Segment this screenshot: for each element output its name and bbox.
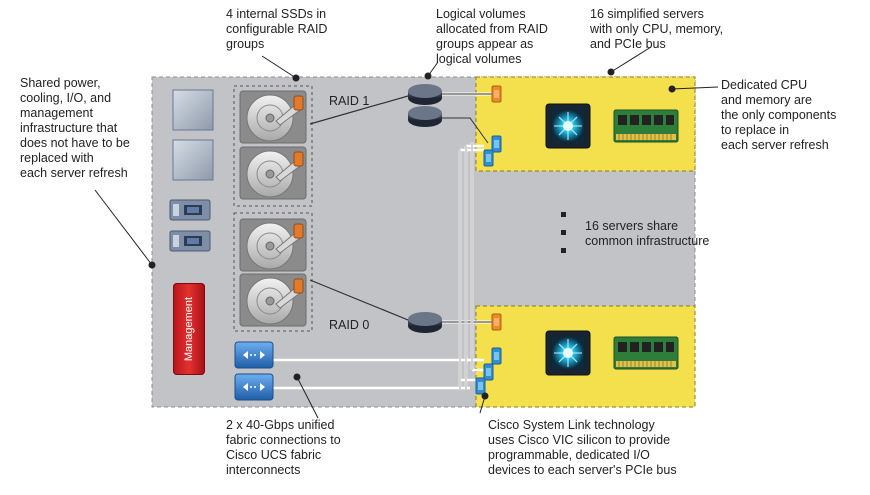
- annotation-fabric: 2 x 40-Gbps unified fabric connections t…: [226, 418, 341, 477]
- pcie-port-icon: [475, 377, 486, 395]
- management-module: Management: [173, 283, 205, 375]
- annotation-servers-share: 16 servers share common infrastructure: [585, 219, 710, 248]
- memory-module-icon: [613, 109, 679, 143]
- system-link-lines-outline: [459, 142, 473, 390]
- io-module-icon: [169, 230, 211, 252]
- raid0-link: [309, 279, 414, 323]
- logical-volume-icon: [408, 106, 442, 127]
- annotation-servers: 16 simplified servers with only CPU, mem…: [590, 7, 724, 51]
- ssd-icon: [239, 273, 307, 327]
- fabric-switch-icon: [234, 341, 274, 369]
- pcie-port-icon: [491, 347, 502, 365]
- ssd-icon: [239, 218, 307, 272]
- io-module-icon: [169, 199, 211, 221]
- callout-lines: [94, 46, 719, 419]
- logical-volume-icon: [408, 84, 442, 105]
- ssd-icon: [239, 146, 307, 200]
- annotation-logical-volumes: Logical volumes allocated from RAID grou…: [436, 7, 548, 66]
- annotation-shared-infrastructure: Shared power, cooling, I/O, and manageme…: [20, 76, 130, 180]
- power-supply-icon: [172, 139, 214, 181]
- ellipsis-dot: [561, 230, 566, 235]
- annotation-system-link: Cisco System Link technology uses Cisco …: [488, 418, 677, 477]
- raid0-group-frame: [233, 212, 313, 332]
- ellipsis-dot: [561, 248, 566, 253]
- raid1-label: RAID 1: [329, 94, 370, 108]
- pcie-port-icon: [491, 313, 502, 331]
- annotation-ssds: 4 internal SSDs in configurable RAID gro…: [226, 7, 328, 51]
- raid1-link: [309, 93, 416, 125]
- logical-volume-icon: [408, 312, 442, 333]
- ssd-icon: [239, 90, 307, 144]
- fabric-switch-icon: [234, 373, 274, 401]
- volume-connection: [442, 117, 489, 144]
- pcie-port-icon: [491, 85, 502, 103]
- pcie-port-icon: [483, 149, 494, 167]
- pcie-port-icon: [483, 363, 494, 381]
- annotation-cpu-memory: Dedicated CPU and memory are the only co…: [721, 78, 837, 152]
- cpu-chip-icon: [545, 330, 591, 376]
- power-supply-icon: [172, 89, 214, 131]
- raid1-group-frame: [233, 85, 313, 207]
- memory-module-icon: [613, 336, 679, 370]
- ellipsis-dot: [561, 212, 566, 217]
- cpu-chip-icon: [545, 103, 591, 149]
- raid0-label: RAID 0: [329, 318, 370, 332]
- callout-dot-icon: [148, 68, 676, 400]
- pcie-port-icon: [491, 135, 502, 153]
- management-label: Management: [183, 296, 195, 362]
